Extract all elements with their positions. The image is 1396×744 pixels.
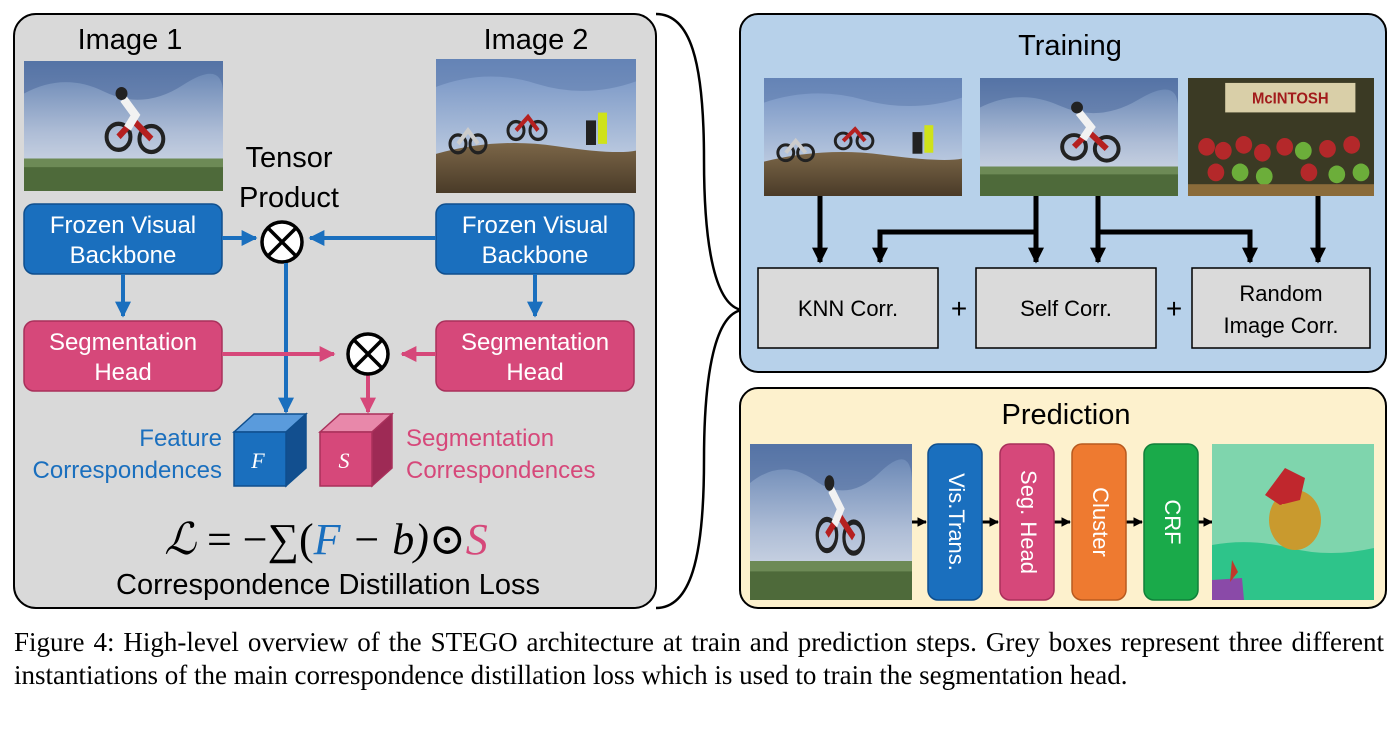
pred-step-vistrans-label: Vis.Trans. [944, 473, 969, 571]
pred-step-crf-label: CRF [1160, 499, 1185, 544]
self-corr-box [975, 267, 1157, 349]
plus-2: + [1166, 293, 1182, 324]
random-corr-label-line2: Image Corr. [1224, 313, 1339, 338]
self-corr-label: Self Corr. [1020, 296, 1112, 321]
arrow-jump-to-random [1098, 229, 1259, 264]
knn-corr-box [757, 267, 939, 349]
image1-photo [24, 61, 223, 191]
knn-corr-label: KNN Corr. [798, 296, 898, 321]
loss-label: Correspondence Distillation Loss [116, 569, 540, 601]
backbone-left-line2: Backbone [70, 242, 177, 269]
backbone-right-line1: Frozen Visual [462, 212, 608, 239]
pred-step-vistrans [927, 443, 983, 601]
backbone-right-line2: Backbone [482, 242, 589, 269]
seg-head-right-line1: Segmentation [461, 329, 609, 356]
tensor-product-symbol-bottom [346, 332, 390, 376]
feature-corr-label-line1: Feature [139, 425, 222, 452]
prediction-title: Prediction [1002, 399, 1131, 431]
cube-s-letter: S [339, 448, 350, 473]
feature-corr-label-line2: Correspondences [33, 457, 222, 484]
tensor-product-label-line2: Product [239, 182, 339, 214]
loss-formula: ℒ = −∑(F − b)⊙S [164, 515, 487, 564]
figure-caption: Figure 4: High-level overview of the STE… [14, 627, 1384, 690]
plus-1: + [951, 293, 967, 324]
training-image-jump [980, 78, 1178, 196]
loss-symbol: ℒ [164, 515, 197, 564]
feature-cube: F [232, 412, 308, 488]
training-image-multi [764, 78, 962, 196]
seg-corr-label-line2: Correspondences [406, 457, 595, 484]
segmentation-cube: S [318, 412, 394, 488]
seg-head-left-line2: Head [94, 359, 151, 386]
loss-s: S [466, 515, 488, 564]
image2-label: Image 2 [484, 24, 589, 56]
training-title: Training [1018, 30, 1122, 62]
training-image-apples [1188, 78, 1374, 196]
seg-head-left-line1: Segmentation [49, 329, 197, 356]
seg-corr-label-line1: Segmentation [406, 425, 554, 452]
cube-f-letter: F [250, 448, 265, 473]
image2-photo [436, 59, 636, 193]
pred-step-cluster [1071, 443, 1127, 601]
loss-mid-part: − b)⊙ [341, 515, 466, 564]
seg-head-right-line2: Head [506, 359, 563, 386]
pred-step-crf [1143, 443, 1199, 601]
prediction-segmentation-output [1212, 444, 1374, 600]
pred-step-cluster-label: Cluster [1088, 487, 1113, 557]
pred-step-seghead [999, 443, 1055, 601]
loss-eq-part: = −∑( [196, 515, 314, 564]
loss-f: F [313, 515, 342, 564]
random-corr-box [1191, 267, 1371, 349]
random-corr-label-line1: Random [1239, 281, 1322, 306]
prediction-input-photo [750, 444, 912, 600]
tensor-product-symbol-top [260, 220, 304, 264]
backbone-left-line1: Frozen Visual [50, 212, 196, 239]
tensor-product-label-line1: Tensor [245, 142, 332, 174]
pred-step-seghead-label: Seg. Head [1016, 470, 1041, 574]
image1-label: Image 1 [78, 24, 183, 56]
brace-connector [655, 12, 743, 610]
